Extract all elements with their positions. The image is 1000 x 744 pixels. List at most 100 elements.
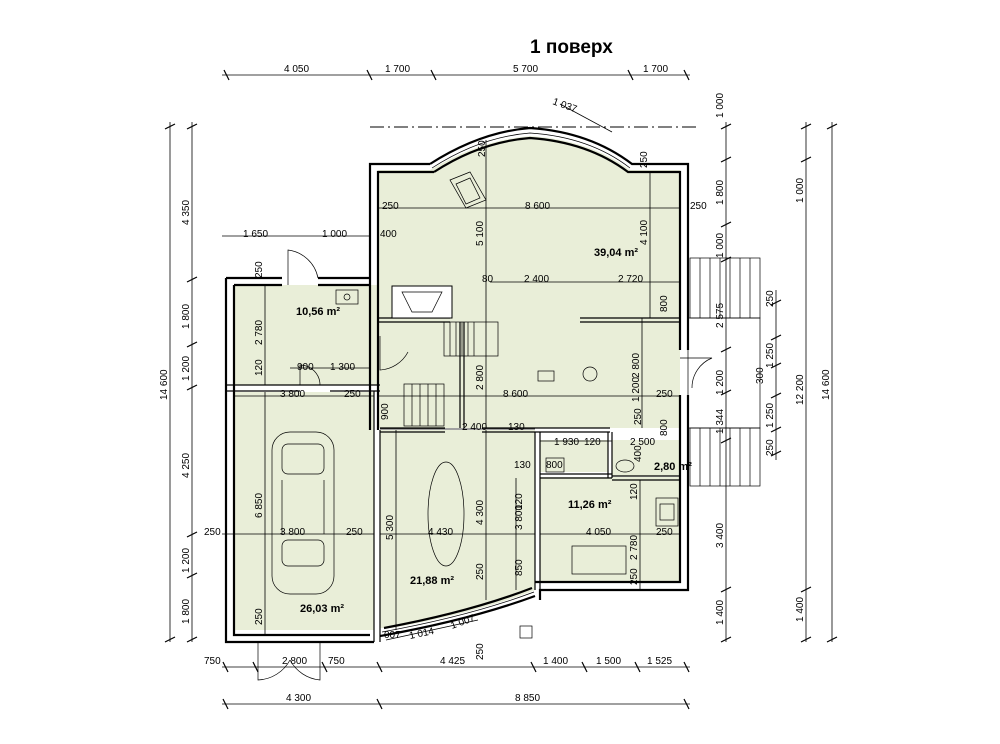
svg-text:800: 800 [546,460,563,471]
dim-top-1: 4 050 [284,64,309,75]
svg-text:8 600: 8 600 [525,201,550,212]
svg-text:250: 250 [633,408,644,425]
svg-text:900: 900 [380,403,391,420]
svg-text:250: 250 [382,201,399,212]
dim-right-outer-1: 1 000 [795,178,806,203]
svg-text:2 400: 2 400 [524,274,549,285]
svg-text:4 050: 4 050 [586,527,611,538]
dim-left-outer: 14 600 [159,369,170,400]
svg-text:250: 250 [477,140,488,157]
svg-text:5 300: 5 300 [385,515,396,540]
dim-top-4: 1 700 [643,64,668,75]
dim-right-outer-total: 14 600 [821,369,832,400]
dim-stair-4: 1 250 [765,403,776,428]
dim-stair-2: 1 250 [765,343,776,368]
svg-text:250: 250 [690,201,707,212]
svg-text:250: 250 [204,527,221,538]
svg-text:1 650: 1 650 [243,229,268,240]
svg-text:80: 80 [482,274,494,285]
left-inner-dimension-chain: 4 350 1 800 1 200 4 250 1 200 1 800 [181,122,198,643]
fireplace [391,285,453,319]
dim-stair-3: 300 [755,367,766,384]
dim-left-1: 4 350 [181,200,192,225]
svg-text:007: 007 [384,630,401,641]
svg-text:130: 130 [508,422,525,433]
svg-text:250: 250 [629,568,640,585]
svg-text:250: 250 [346,527,363,538]
car [271,431,335,595]
svg-text:4 300: 4 300 [475,500,486,525]
bottom-dimension-chain-1: 750 2 800 750 4 425 1 400 1 500 1 525 [204,656,690,673]
svg-text:2 780: 2 780 [254,320,265,345]
svg-text:1 000: 1 000 [322,229,347,240]
svg-text:1 300: 1 300 [330,362,355,373]
washbasin [335,289,359,305]
garage-area: 26,03 m² [300,603,344,615]
svg-text:2 720: 2 720 [618,274,643,285]
dim-bottom-6: 1 500 [596,656,621,667]
exterior-stairs [687,257,761,487]
living-area: 39,04 m² [594,247,638,259]
right-outer-dimension-chain: 1 000 12 200 1 400 14 600 [795,122,838,643]
dim-right-7: 3 400 [715,523,726,548]
dim-right-1: 1 000 [715,93,726,118]
svg-text:250: 250 [475,643,486,660]
room-fills [234,136,680,630]
dining-table [427,461,465,567]
dim-bottom-4: 4 425 [440,656,465,667]
dim-bottom-total-2: 8 850 [515,693,540,704]
dim-right-6: 1 344 [715,409,726,434]
washbasin-drain [343,293,351,301]
dim-top-3: 5 700 [513,64,538,75]
svg-text:1 200: 1 200 [631,377,642,402]
dim-left-4: 4 250 [181,453,192,478]
svg-text:2 400: 2 400 [462,422,487,433]
dim-left-3: 1 200 [181,356,192,381]
left-outer-dimension: 14 600 [159,122,176,643]
svg-text:800: 800 [659,419,670,436]
svg-text:2 780: 2 780 [629,535,640,560]
svg-text:5 100: 5 100 [475,221,486,246]
doors [257,249,713,681]
svg-text:250: 250 [254,608,265,625]
hall-ornament-2 [582,366,598,382]
svg-text:250: 250 [344,389,361,400]
kitchen-island [571,545,627,575]
svg-text:1 037: 1 037 [551,96,579,115]
plan-title: 1 поверх [530,37,613,58]
stove [655,497,679,527]
svg-text:250: 250 [656,389,673,400]
dim-bottom-total-1: 4 300 [286,693,311,704]
svg-text:3 800: 3 800 [514,505,525,530]
dim-left-6: 1 800 [181,599,192,624]
svg-text:1 930: 1 930 [554,437,579,448]
svg-text:6 850: 6 850 [254,493,265,518]
svg-text:400: 400 [380,229,397,240]
svg-text:2 800: 2 800 [631,353,642,378]
living-dims: 250 8 600 250 5 100 4 100 2 400 2 720 80… [378,140,707,318]
bath-area: 10,56 m² [296,306,340,318]
bath-dims: 1 650 1 000 250 2 780 900 1 300 120 [222,229,370,385]
wc-area: 2,80 m² [654,461,692,473]
interior-walls [226,317,680,642]
svg-text:130: 130 [514,460,531,471]
garage-dims: 3 800 6 850 3 800 250 250 250 [204,389,374,635]
toilet [615,459,635,473]
dim-left-5: 1 200 [181,548,192,573]
dim-bottom-5: 1 400 [543,656,568,667]
svg-text:1 014: 1 014 [408,626,435,642]
svg-text:120: 120 [629,483,640,500]
svg-text:120: 120 [514,493,525,510]
dim-right-4: 2 575 [715,303,726,328]
svg-text:400: 400 [633,445,644,462]
dim-right-3: 1 000 [715,233,726,258]
svg-text:4 100: 4 100 [639,220,650,245]
svg-text:3 800: 3 800 [280,389,305,400]
svg-text:2 500: 2 500 [630,437,655,448]
svg-text:2 800: 2 800 [475,365,486,390]
dim-bottom-2: 2 800 [282,656,307,667]
exterior-walls [224,126,690,644]
dim-stair-1: 250 [765,290,776,307]
dim-bottom-7: 1 525 [647,656,672,667]
